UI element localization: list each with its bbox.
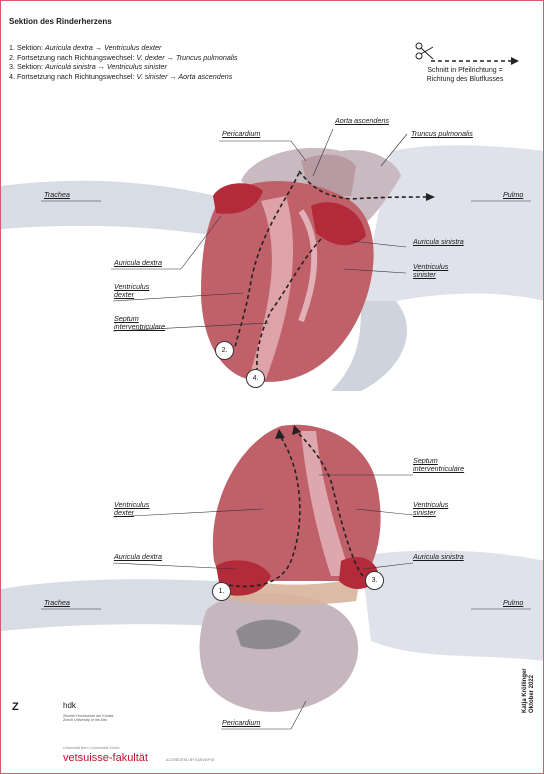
label-truncus-pulmonalis: Truncus pulmonalis — [411, 130, 473, 138]
trachea-bottom — [1, 579, 219, 631]
vetsuisse-logo: vetsuisse-fakultät — [63, 752, 148, 764]
zhdk-logo-z: Z — [12, 701, 19, 713]
marker-2: 2. — [215, 341, 234, 360]
university-line: Universität Bern | Universität Zürich — [63, 746, 119, 750]
label-auricula-sinistra: Auricula sinistra — [413, 238, 464, 246]
label-auricula-sinistra-bottom: Auricula sinistra — [413, 553, 464, 561]
label-septum-interventriculare-bottom: Septum interventriculare — [413, 457, 464, 474]
marker-1: 1. — [212, 582, 231, 601]
label-pulmo-bottom: Pulmo — [503, 599, 523, 607]
label-pulmo: Pulmo — [503, 191, 523, 199]
legend-line-2: Richtung des Blutflusses — [409, 76, 521, 85]
label-auricula-dextra-bottom: Auricula dextra — [114, 553, 162, 561]
label-auricula-dextra: Auricula dextra — [114, 259, 162, 267]
label-ventriculus-dexter-bottom: Ventriculus dexter — [114, 501, 149, 518]
author-block: Katja Kröllinger Oktober 2022 — [522, 668, 536, 713]
scissors-icon — [416, 43, 433, 59]
pericardium-bottom — [200, 593, 359, 712]
label-ventriculus-sinister-bottom: Ventriculus sinister — [413, 501, 448, 518]
label-aorta-ascendens: Aorta ascendens — [335, 117, 389, 125]
label-pericardium: Pericardium — [222, 130, 260, 138]
label-pericardium-bottom: Pericardium — [222, 719, 260, 727]
label-ventriculus-sinister: Ventriculus sinister — [413, 263, 448, 280]
zhdk-logo-hdk: hdk — [63, 701, 76, 710]
marker-3: 3. — [365, 571, 384, 590]
zhdk-text: Zürcher Hochschule der Künste Zurich Uni… — [63, 714, 123, 722]
label-septum-interventriculare: Septum interventriculare — [114, 315, 165, 332]
author-name: Katja Kröllinger — [522, 668, 529, 713]
author-date: Oktober 2022 — [529, 668, 536, 713]
accreditation: ACCREDITED BY EAEVE/FVE — [166, 758, 215, 762]
label-ventriculus-dexter: Ventriculus dexter — [114, 283, 149, 300]
legend-line-1: Schnitt in Pfeilrichtung = — [409, 67, 521, 76]
label-trachea-bottom: Trachea — [44, 599, 70, 607]
trachea-top — [1, 181, 216, 236]
label-trachea: Trachea — [44, 191, 70, 199]
marker-4: 4. — [246, 369, 265, 388]
